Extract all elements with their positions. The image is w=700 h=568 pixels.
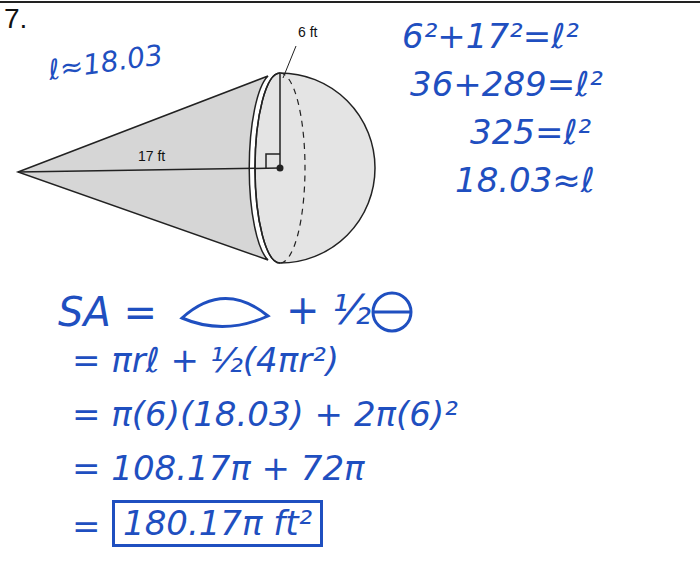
label-slot: 17 ft <box>138 146 165 165</box>
label-slot: = <box>72 508 101 545</box>
sphere-sketch-line <box>374 311 410 314</box>
cone-sketch <box>182 298 268 326</box>
equation-step: 18.03≈ℓ <box>455 162 595 199</box>
height-line <box>18 168 280 172</box>
label-slot: 325=ℓ² <box>470 114 591 151</box>
final-answer: 180.17π ft² <box>112 500 323 547</box>
formula-part: + ½ <box>286 288 371 332</box>
label-slot: 18.03≈ℓ <box>455 162 595 199</box>
top-rule <box>0 1 700 3</box>
equation-step: 6²+17²=ℓ² <box>402 18 579 55</box>
formula-lead: SA = <box>58 290 157 334</box>
equation-step: = 108.17π + 72π <box>72 450 365 487</box>
label-slot: = πrℓ + ½(4πr²) <box>72 342 339 379</box>
label-slot: 6 ft <box>298 22 317 41</box>
equation-step: = <box>72 508 101 545</box>
equation-step: 36+289=ℓ² <box>410 66 603 103</box>
label-slot: SA = <box>58 290 157 334</box>
label-slot: 180.17π ft² <box>112 500 323 547</box>
label-slot: 6²+17²=ℓ² <box>402 18 579 55</box>
dimension: 6 ft <box>298 25 317 40</box>
equation-step: = πrℓ + ½(4πr²) <box>72 342 339 379</box>
label-slot: + ½ <box>286 288 371 332</box>
label-slot: ℓ≈18.03 <box>46 40 164 87</box>
label-slot: = 108.17π + 72π <box>72 450 365 487</box>
label-slot: = π(6)(18.03) + 2π(6)² <box>72 396 458 433</box>
center-dot <box>277 165 284 172</box>
leader-line <box>283 46 296 78</box>
equation-step: = π(6)(18.03) + 2π(6)² <box>72 396 458 433</box>
cone <box>18 76 268 260</box>
label-slot: 7. <box>4 4 27 35</box>
sphere-sketch <box>373 293 411 331</box>
label-slot: 36+289=ℓ² <box>410 66 603 103</box>
problem-number: 7. <box>4 4 27 35</box>
equation-step: 325=ℓ² <box>470 114 591 151</box>
slant-height-note: ℓ≈18.03 <box>46 40 164 87</box>
dimension: 17 ft <box>138 149 165 164</box>
base-back <box>280 73 305 263</box>
